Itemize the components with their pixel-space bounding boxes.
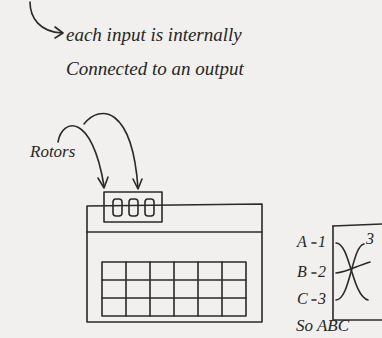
input-letter: C	[297, 290, 308, 308]
part-label: Rotors	[30, 142, 75, 162]
input-letter: A	[297, 233, 307, 251]
pin-number: 1	[318, 233, 326, 251]
input-letter: B	[297, 263, 307, 281]
pin-number: 3	[366, 230, 374, 248]
pin-number: 2	[318, 263, 326, 281]
handwritten-note: each input is internally Connected to an…	[66, 18, 276, 86]
pin-number: 3	[318, 290, 326, 308]
note-text: So ABC	[296, 316, 349, 336]
